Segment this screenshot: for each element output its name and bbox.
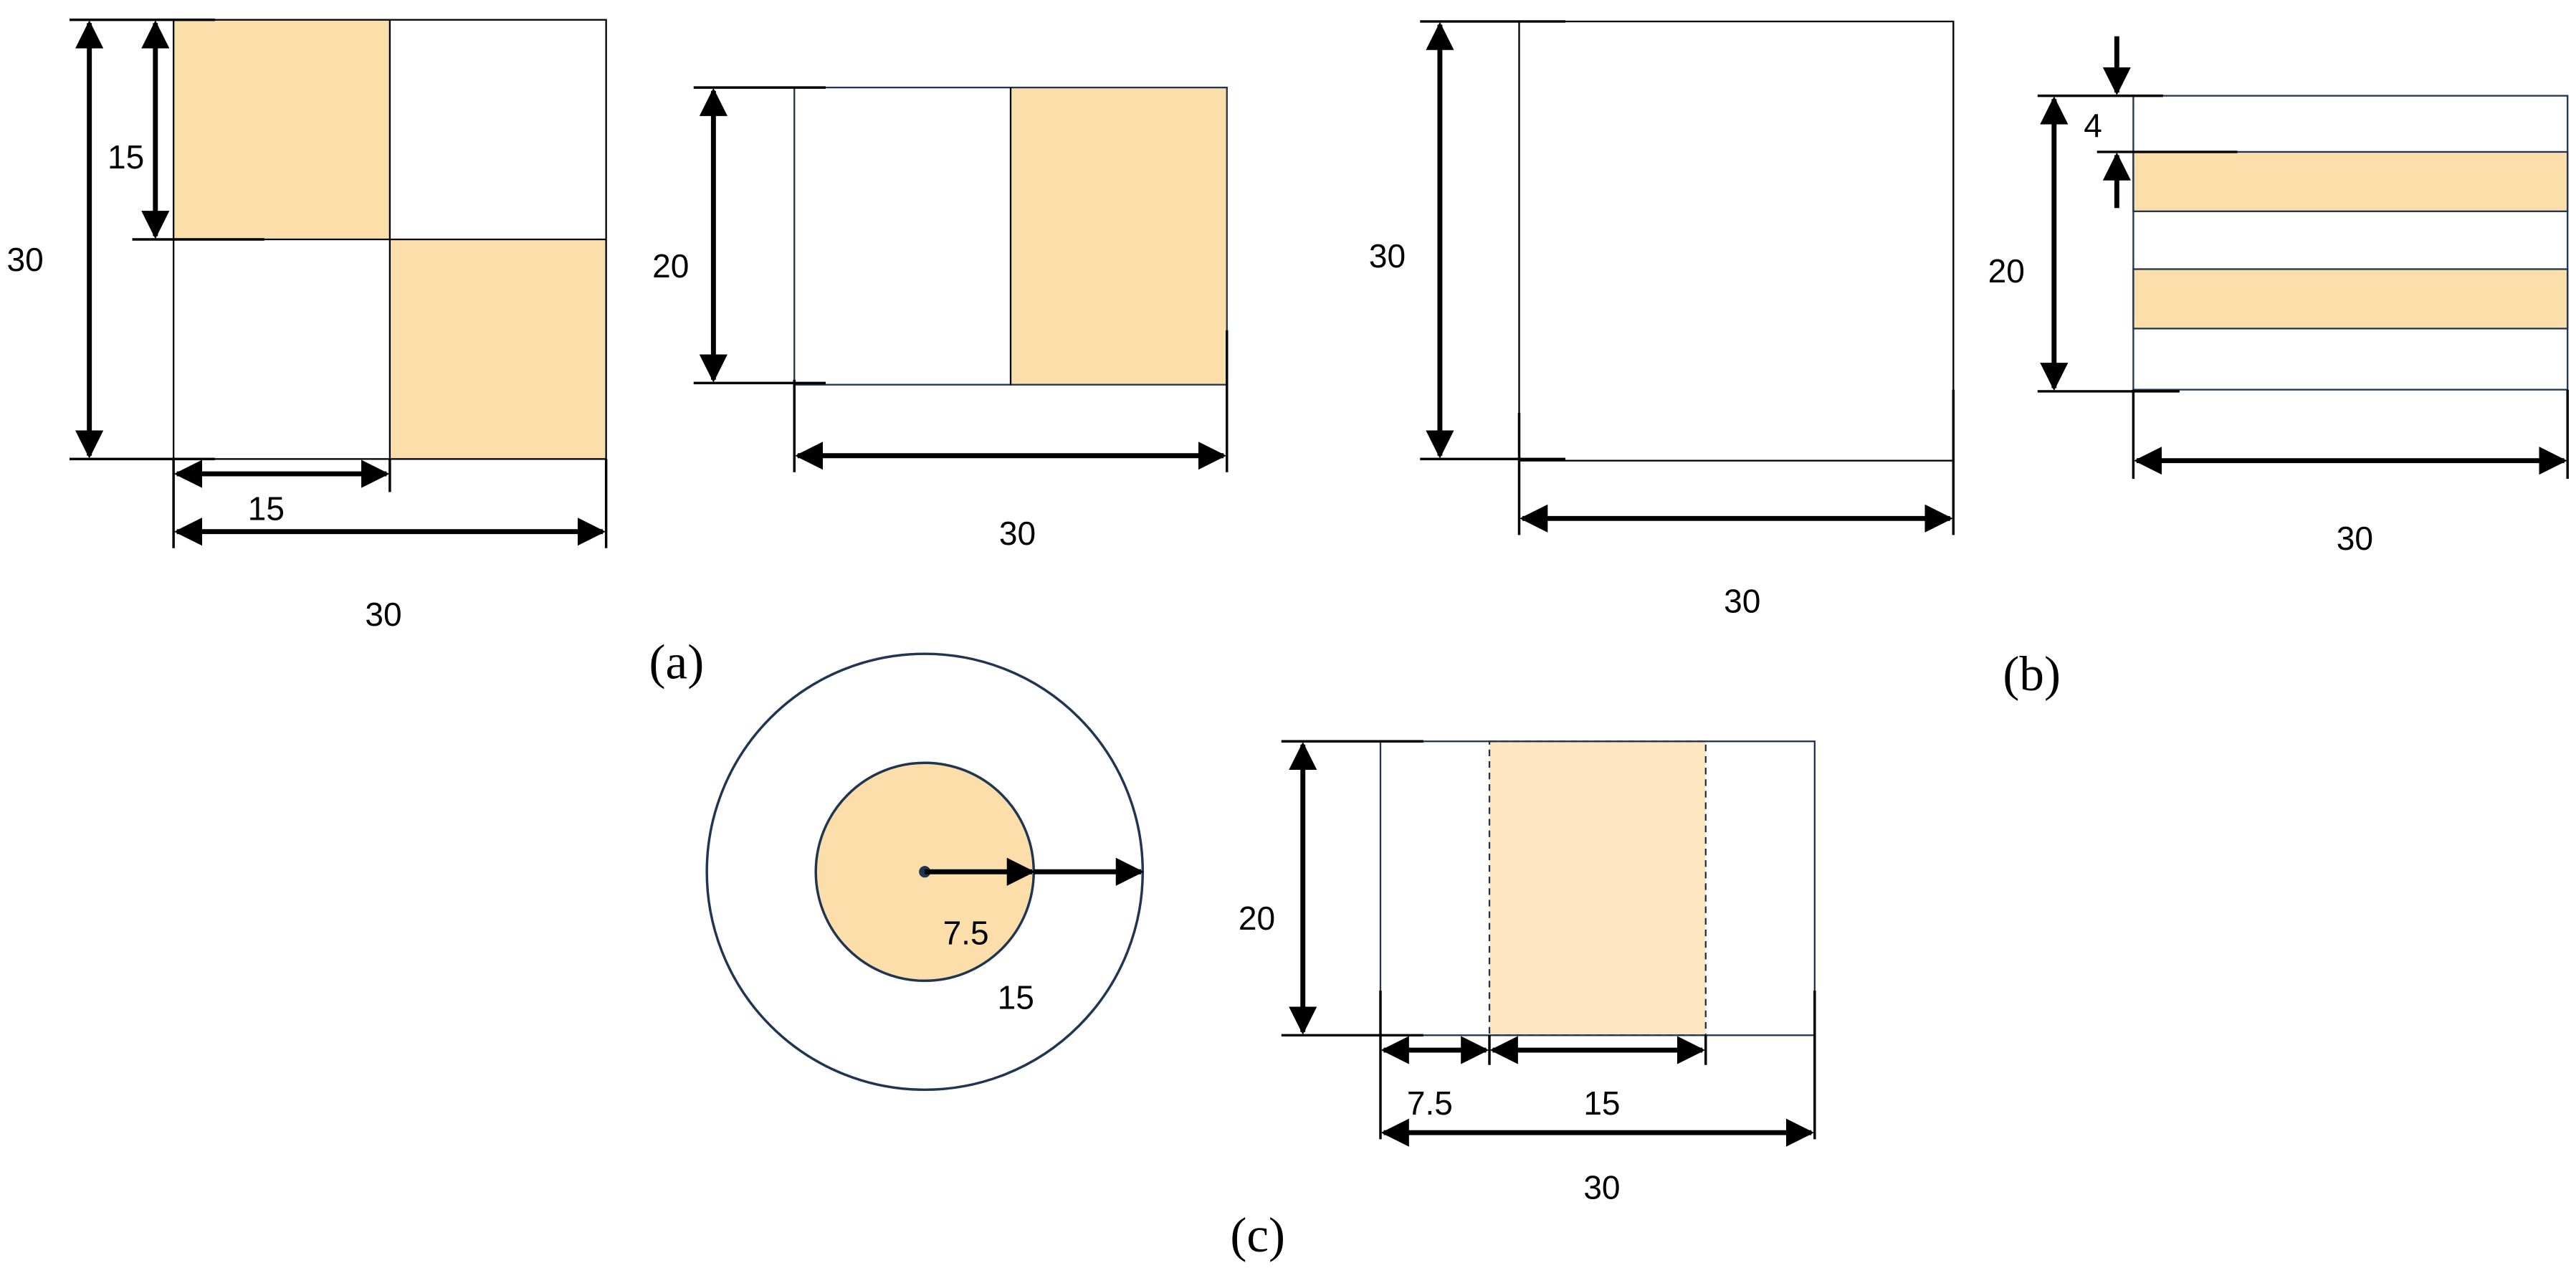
label-plain-width: 30 [1724,583,1760,620]
panel-c: 7.5 15 20 7.5 15 30 (c) [705,652,1816,1262]
label-total-height: 30 [6,241,43,278]
checker-tile-bottom-right [389,239,606,459]
label-half-width: 15 [248,490,285,528]
label-section-width: 30 [1583,1168,1620,1206]
label-half-height: 15 [108,138,144,176]
layered-outline [2132,95,2569,391]
section-outline [1379,740,1816,1036]
label-total-width: 30 [365,596,401,633]
section-core [1488,740,1707,1036]
label-layered-height: 20 [1988,252,2025,290]
checker-diagram: 30 15 15 30 [6,18,608,633]
checker-tile-top-left [173,19,390,240]
label-inner-radius: 7.5 [943,915,989,952]
caption-a: (a) [649,634,705,690]
label-section-height: 20 [1239,900,1275,937]
label-plain-height: 30 [1369,237,1406,275]
panel-b: 30 30 4 20 30 (b) [1369,20,2569,701]
layered-diagram: 4 20 30 [1988,36,2569,557]
label-section-offset: 7.5 [1407,1084,1453,1122]
circle-diagram: 7.5 15 [705,652,1145,1092]
plain-square-outline [1518,20,1955,462]
split-filled-half [1011,87,1227,385]
label-section-core: 15 [1583,1084,1620,1122]
panel-a: 30 15 15 30 20 30 (a) [6,18,1229,690]
label-outer-radius: 15 [998,978,1034,1016]
layer-band-1 [2132,151,2569,212]
label-split-height: 20 [652,247,689,285]
layer-band-2 [2132,268,2569,330]
split-diagram: 20 30 [652,86,1229,552]
label-layered-width: 30 [2337,520,2373,557]
section-diagram: 20 7.5 15 30 [1239,740,1816,1206]
label-split-width: 30 [999,515,1036,552]
plain-square-diagram: 30 30 [1369,20,1955,620]
caption-c: (c) [1230,1207,1285,1262]
caption-b: (b) [2003,646,2061,701]
label-layer-thickness: 4 [2084,107,2102,144]
